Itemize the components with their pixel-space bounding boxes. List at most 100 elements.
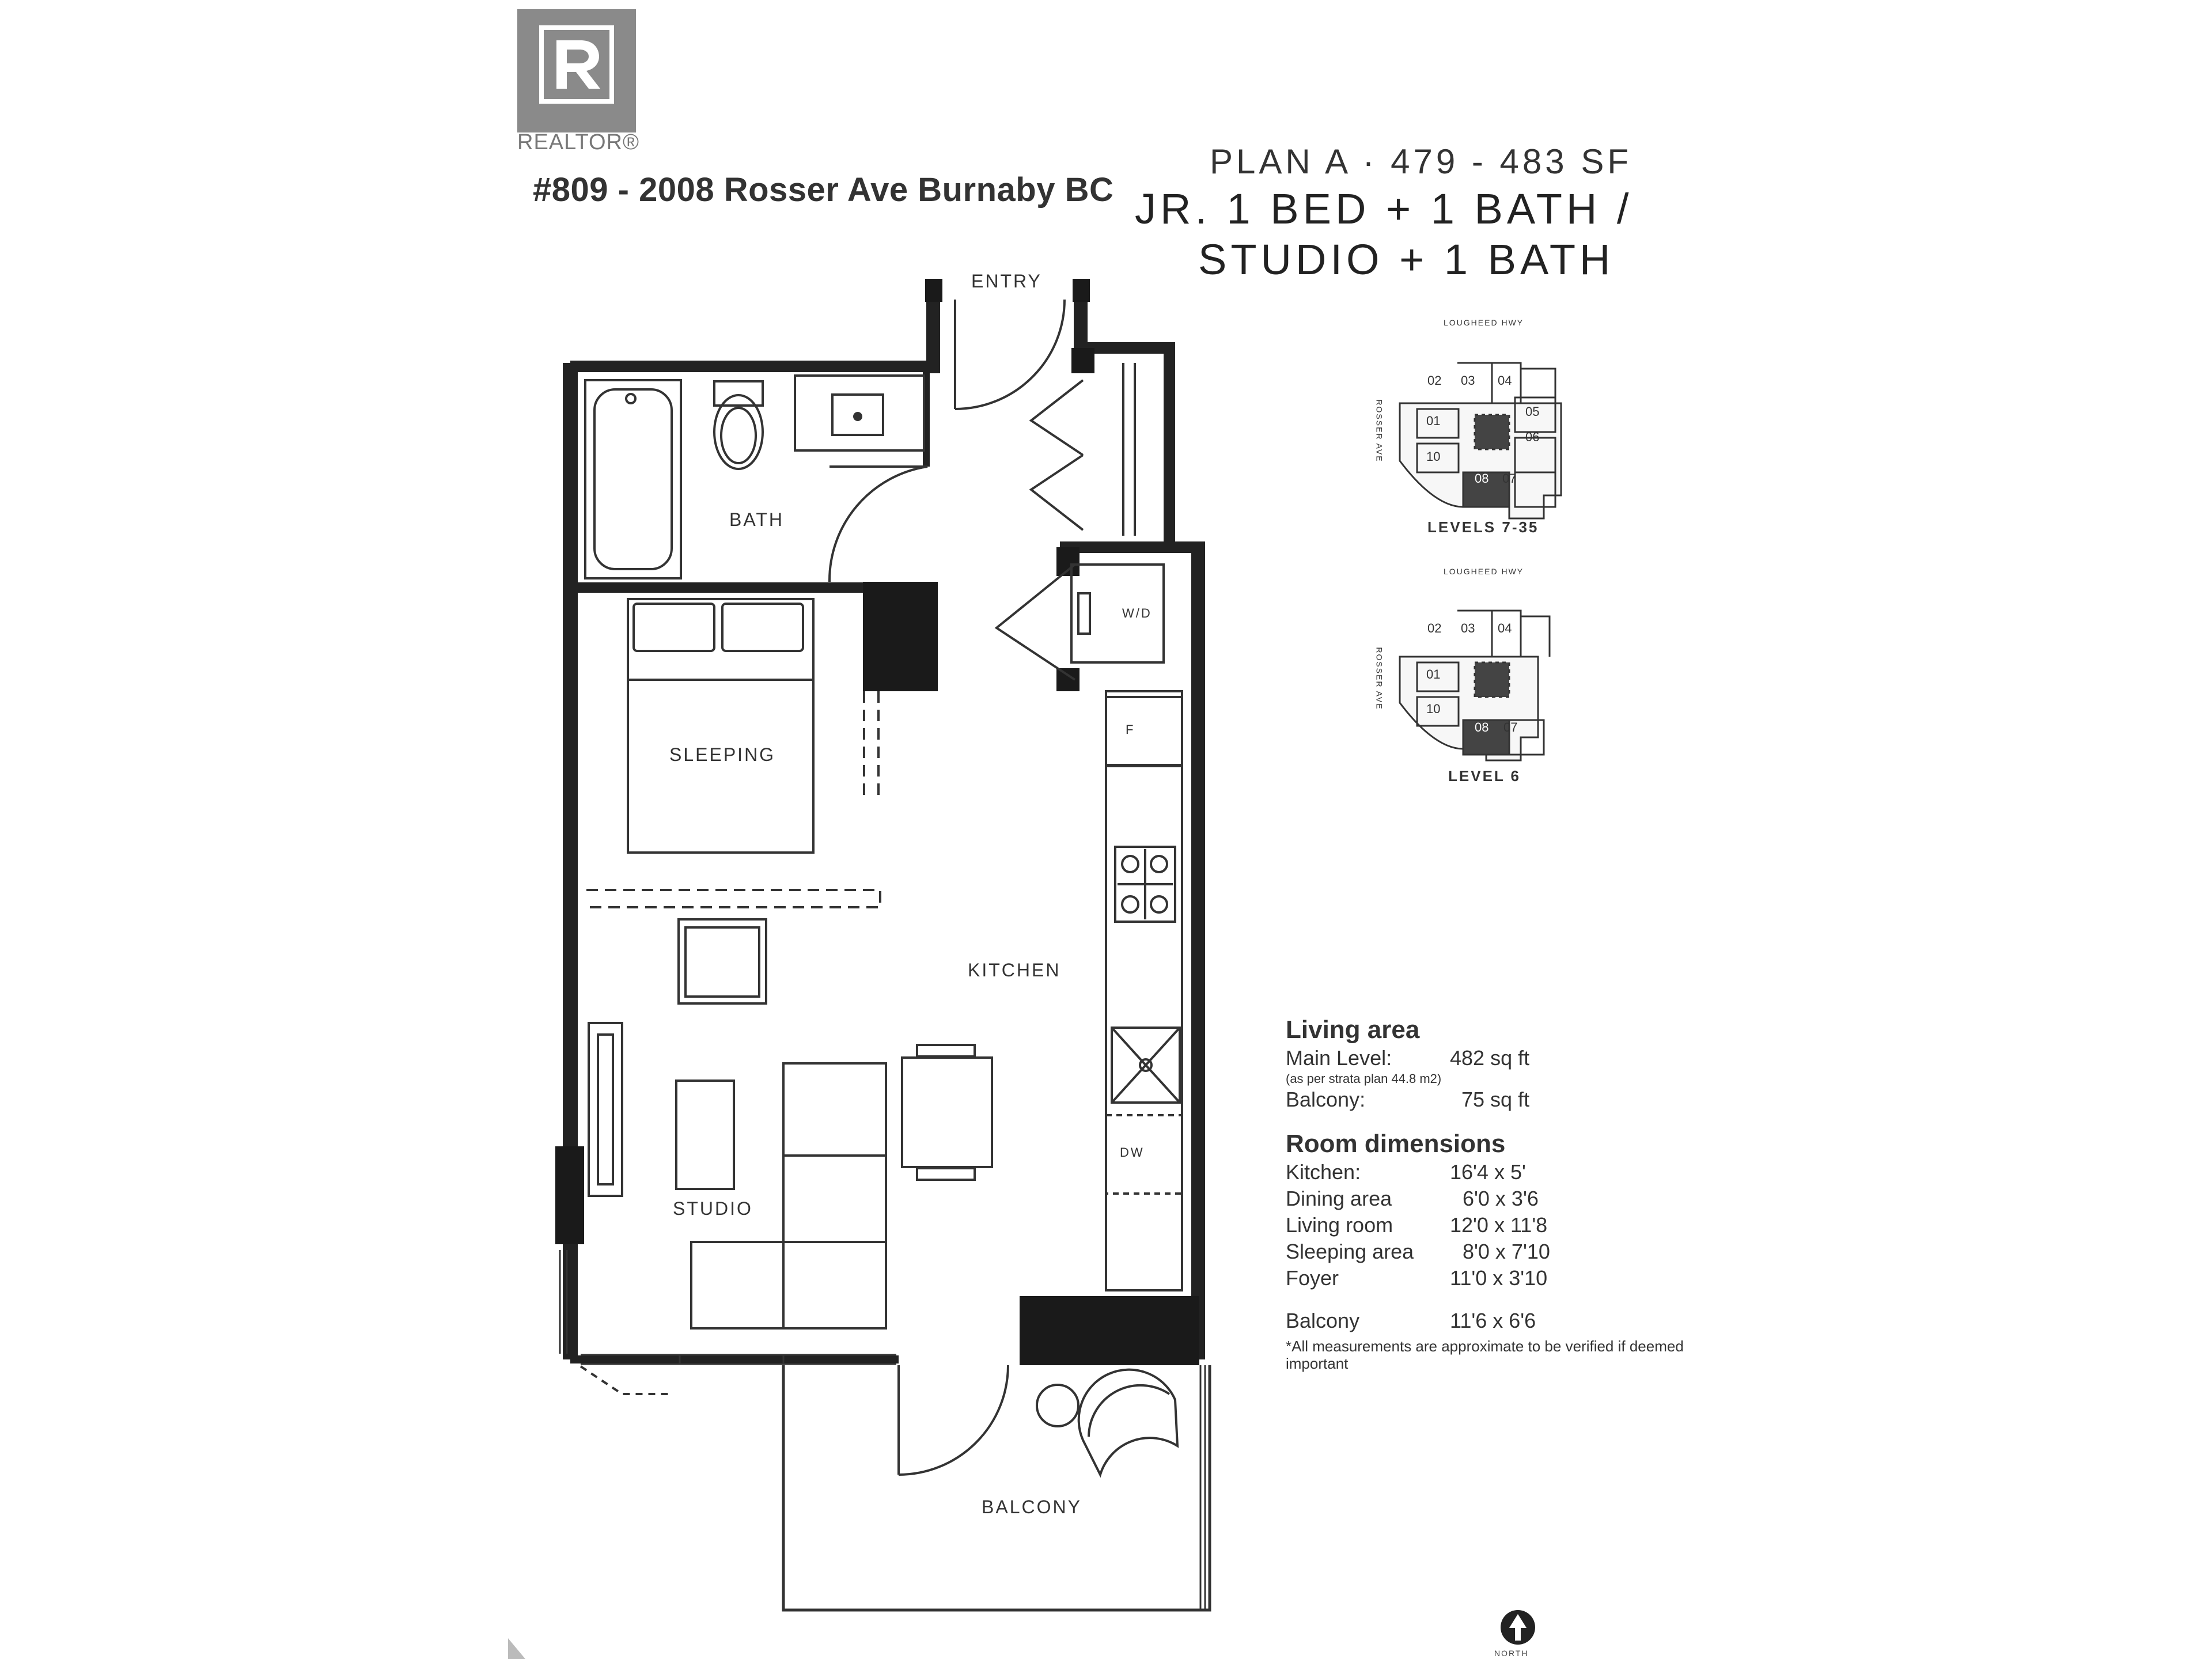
dimension-row: Kitchen: 16'4 x 5': [1286, 1159, 1689, 1185]
balcony-table: [1036, 1384, 1080, 1427]
realtor-r-icon: [539, 25, 614, 104]
kitchen-counter: [1105, 690, 1183, 1291]
dimension-value: 11'6 x 6'6: [1450, 1309, 1536, 1332]
toilet-bowl: [713, 394, 764, 470]
area-info: Living area Main Level: 482 sq ft (as pe…: [1286, 1015, 1689, 1372]
sofa: [690, 1062, 887, 1330]
key-plan-2-street-side: ROSSER AVE: [1374, 647, 1384, 710]
dimension-row: Sleeping area 8'0 x 7'10: [1286, 1238, 1689, 1265]
room-dimensions-title: Room dimensions: [1286, 1130, 1506, 1158]
dimension-label: Dining area: [1286, 1187, 1392, 1210]
closet-shelf: [1122, 363, 1136, 536]
dimension-value: 11'0 x 3'10: [1450, 1266, 1548, 1290]
column-block-2: [1020, 1296, 1199, 1365]
window-swing: [579, 1365, 668, 1395]
dining-table: [901, 1056, 993, 1168]
dimension-label: Living room: [1286, 1213, 1393, 1237]
key-plan-2-unit: 10: [1426, 702, 1441, 716]
key-plan-2: [1399, 609, 1551, 762]
key-plan-2-label: LEVEL 6: [1448, 767, 1521, 785]
room-label-wd: W/D: [1122, 606, 1152, 620]
cooktop-burners: [1118, 849, 1173, 919]
key-plan-1-unit: 07: [1502, 471, 1517, 486]
south-windows: [581, 1354, 896, 1365]
key-plan-1-unit: 04: [1498, 373, 1512, 388]
washer-dryer: [1070, 563, 1165, 664]
west-wall-block: [555, 1146, 584, 1244]
kitchen-sink: [1111, 1027, 1181, 1104]
balcony-area-label: Balcony:: [1286, 1088, 1366, 1111]
balcony-door: [897, 1365, 1009, 1476]
room-label-bath: BATH: [729, 509, 784, 530]
key-plan-1-street-side: ROSSER AVE: [1374, 399, 1384, 463]
listing-address: #809 - 2008 Rosser Ave Burnaby BC: [533, 171, 1114, 209]
plan-name: PLAN A · 479 - 483 SF: [1210, 142, 1633, 181]
toilet-tank: [713, 380, 764, 407]
ottoman: [677, 918, 767, 1005]
tv-unit: [588, 1022, 623, 1197]
key-plan-1: [1399, 362, 1562, 520]
dimension-value: 16'4 x 5': [1450, 1160, 1526, 1184]
dimension-label: Kitchen:: [1286, 1160, 1361, 1184]
dimension-row: Dining area 6'0 x 3'6: [1286, 1185, 1689, 1212]
realtor-logo: [517, 9, 636, 132]
dimension-label: Balcony: [1286, 1309, 1360, 1332]
unit-type-line1: JR. 1 BED + 1 BATH /: [1135, 185, 1633, 233]
fridge: [1105, 696, 1183, 766]
bath-door: [828, 465, 928, 582]
dimension-row: Living room 12'0 x 11'8: [1286, 1212, 1689, 1238]
bathtub: [584, 379, 682, 579]
dimension-row-balcony: Balcony 11'6 x 6'6: [1286, 1308, 1689, 1334]
floor-plan-sheet: [508, 0, 1722, 1659]
laundry-bifold: [994, 563, 1076, 681]
entry-door: [954, 299, 1066, 410]
main-level-value: 482 sq ft: [1450, 1046, 1530, 1070]
measurement-disclaimer: *All measurements are approximate to be …: [1286, 1338, 1684, 1372]
key-plan-1-label: LEVELS 7-35: [1427, 518, 1539, 536]
key-plan-2-unit: 03: [1461, 621, 1475, 635]
room-label-sleeping: SLEEPING: [669, 744, 776, 765]
laundry-jamb-2: [1056, 668, 1080, 691]
room-label-balcony: BALCONY: [982, 1497, 1082, 1517]
dimension-value: 12'0 x 11'8: [1450, 1213, 1548, 1237]
bed: [627, 598, 815, 854]
dimension-row: Foyer 11'0 x 3'10: [1286, 1265, 1689, 1291]
cooktop: [1114, 846, 1176, 923]
balcony-chair: [1077, 1368, 1179, 1478]
balcony-outline: [782, 1365, 1211, 1612]
main-level-row: Main Level: 482 sq ft: [1286, 1045, 1689, 1071]
key-plan-1-unit: 06: [1525, 430, 1540, 444]
laundry-jamb: [1056, 547, 1080, 576]
key-plan-2-street-top: LOUGHEED HWY: [1444, 567, 1524, 576]
key-plan-1-unit: 05: [1525, 404, 1540, 419]
room-label-entry: ENTRY: [971, 271, 1042, 291]
key-plan-1-street-top: LOUGHEED HWY: [1444, 318, 1524, 327]
room-label-fridge: F: [1126, 722, 1135, 737]
key-plan-1-unit: 03: [1461, 373, 1475, 388]
dishwasher: [1105, 1114, 1183, 1195]
entry-jamb-right: [1073, 279, 1090, 302]
closet-bifold: [1029, 379, 1084, 531]
balcony-area-row: Balcony: 75 sq ft: [1286, 1086, 1689, 1113]
entry-jamb-left: [925, 279, 942, 302]
realtor-logo-text: REALTOR®: [517, 130, 639, 154]
column-block: [863, 582, 938, 691]
main-level-label: Main Level:: [1286, 1046, 1392, 1070]
vanity: [794, 374, 925, 452]
key-plan-1-unit: 01: [1426, 414, 1441, 428]
room-label-studio: STUDIO: [673, 1198, 753, 1219]
key-plan-1-unit: 02: [1427, 373, 1442, 388]
living-area-title: Living area: [1286, 1016, 1420, 1044]
key-plan-2-unit: 04: [1498, 621, 1512, 635]
sliding-partition: [586, 691, 881, 908]
key-plan-2-unit: 02: [1427, 621, 1442, 635]
unit-type-line2: STUDIO + 1 BATH: [1198, 236, 1615, 283]
closet-jamb: [1071, 348, 1094, 373]
west-window: [559, 1250, 568, 1354]
dimension-value: 6'0 x 3'6: [1463, 1187, 1539, 1210]
dimension-value: 8'0 x 7'10: [1463, 1240, 1550, 1263]
dimension-label: Foyer: [1286, 1266, 1339, 1290]
strata-note: (as per strata plan 44.8 m2): [1286, 1071, 1442, 1086]
room-label-dishwasher: DW: [1120, 1145, 1145, 1160]
